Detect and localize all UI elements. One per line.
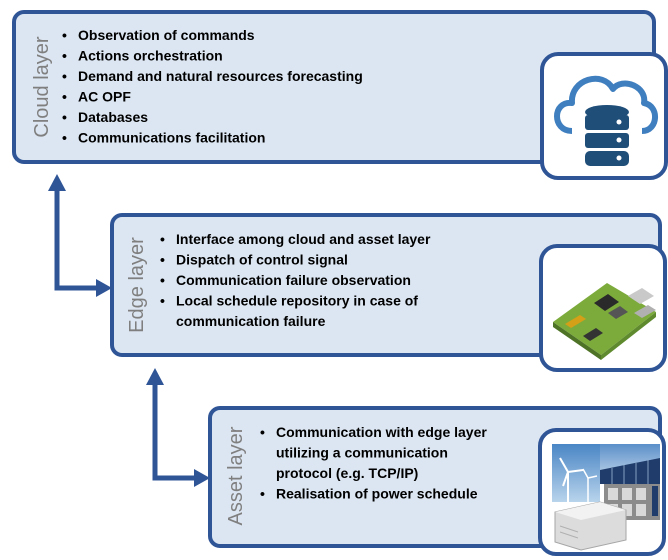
bullet-item-text: AC OPF bbox=[78, 89, 131, 105]
bullet-item-text: Observation of commands bbox=[78, 27, 255, 43]
bullet-icon: • bbox=[62, 27, 67, 43]
bullet-item-text: Local schedule repository in case of bbox=[176, 293, 418, 309]
asset-layer-title: Asset layer bbox=[225, 426, 247, 525]
arrowhead-right-icon bbox=[96, 279, 112, 297]
bullet-item-text: Communication failure observation bbox=[176, 272, 411, 288]
bullet-icon: • bbox=[62, 109, 67, 125]
bullet-item-text: Actions orchestration bbox=[78, 48, 223, 64]
cloud-layer-bullets: • Observation of commands • Actions orchest… bbox=[62, 27, 363, 146]
bullet-icon: • bbox=[62, 48, 67, 64]
cloud-layer-panel: Cloud layer • Observation of commands • Act… bbox=[12, 10, 668, 180]
edge-layer-panel: Edge layer • Interface among cloud and as… bbox=[110, 213, 667, 372]
energy-assets-collage-icon bbox=[538, 428, 666, 556]
bullet-item-text: Databases bbox=[78, 109, 148, 125]
cloud-layer-title: Cloud layer bbox=[31, 36, 53, 138]
bullet-icon: • bbox=[62, 89, 67, 105]
cloud-database-icon bbox=[540, 52, 668, 180]
arrowhead-up-icon bbox=[146, 368, 164, 385]
arrowhead-right-icon bbox=[194, 469, 210, 487]
edge-layer-title: Edge layer bbox=[126, 237, 148, 333]
bullet-item-text: Communication with edge layer bbox=[276, 424, 487, 440]
bullet-item-text: protocol (e.g. TCP/IP) bbox=[276, 465, 418, 481]
bullet-item-text: utilizing a communication bbox=[276, 445, 448, 461]
bullet-icon: • bbox=[260, 486, 265, 502]
connector-cloud-edge bbox=[48, 174, 112, 297]
bullet-item-text: Interface among cloud and asset layer bbox=[176, 231, 431, 247]
asset-layer-bullets: • Communication with edge layer utilizing … bbox=[260, 424, 487, 502]
bullet-item-text: Dispatch of control signal bbox=[176, 252, 348, 268]
bullet-icon: • bbox=[62, 130, 67, 146]
bullet-icon: • bbox=[160, 293, 165, 309]
bullet-icon: • bbox=[160, 231, 165, 247]
edge-layer-bullets: • Interface among cloud and asset layer • D… bbox=[160, 231, 431, 329]
bullet-item-text: Demand and natural resources forecasting bbox=[78, 68, 363, 84]
bullet-icon: • bbox=[260, 424, 265, 440]
bullet-icon: • bbox=[62, 68, 67, 84]
bullet-item-text: Communications facilitation bbox=[78, 130, 265, 146]
bullet-item-text: communication failure bbox=[176, 313, 326, 329]
bullet-icon: • bbox=[160, 272, 165, 288]
bullet-icon: • bbox=[160, 252, 165, 268]
asset-layer-panel: Asset layer • Communication with edge lay… bbox=[208, 406, 666, 556]
bullet-item-text: Realisation of power schedule bbox=[276, 486, 478, 502]
circuit-board-icon bbox=[539, 244, 667, 372]
connector-edge-asset bbox=[146, 368, 210, 487]
arrowhead-up-icon bbox=[48, 174, 66, 191]
